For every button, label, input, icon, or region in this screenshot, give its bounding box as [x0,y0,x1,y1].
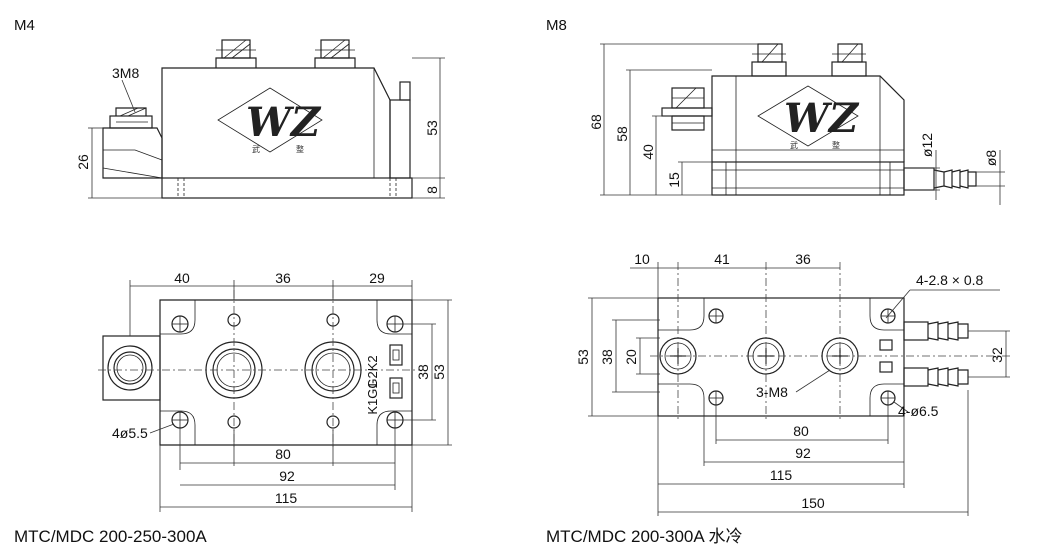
left-base-plate [161,177,413,199]
right-dim-15: 15 [666,172,682,188]
left-pin-label-k1g1: K1G1 [365,381,380,414]
left-dim-40: 40 [174,270,190,286]
svg-text:武: 武 [790,140,798,150]
right-pipe-inner: ø8 [983,150,999,167]
left-gate-terminal [399,81,411,101]
left-screw-label: 3M8 [112,65,139,81]
left-dim-53: 53 [431,364,447,380]
left-top-view: G2K2 K1G1 40 36 29 38 53 4ø5.5 [14,270,452,546]
left-logo: WZ 武 整 [217,87,323,154]
right-logo-letters: WZ [784,95,860,142]
right-dim-10: 10 [634,251,650,267]
left-height-8: 8 [424,186,440,194]
left-dim-115: 115 [275,490,298,506]
right-left-nut [661,87,713,131]
right-top-nut-2 [831,43,867,77]
left-dim-92: 92 [279,468,295,484]
right-dim-40: 40 [640,144,656,160]
right-dim-68: 68 [588,114,604,130]
left-hole-label: 4ø5.5 [112,425,148,441]
left-height-26: 26 [75,154,91,170]
left-caption: MTC/MDC 200-250-300A [14,527,207,546]
right-hole-label: 4-ø6.5 [898,403,939,419]
left-pin-label-g2k2: G2K2 [365,355,380,388]
right-pipe-outer: ø12 [919,133,935,157]
left-nut [109,107,153,129]
svg-text:武: 武 [252,144,260,154]
right-caption: MTC/MDC 200-300A 水冷 [546,527,743,546]
right-dim-53: 53 [575,349,591,365]
right-dim-58: 58 [614,126,630,142]
left-terminal-block [102,127,163,179]
right-dim-150: 150 [801,495,825,511]
svg-text:整: 整 [832,140,840,150]
right-water-fitting-2 [903,367,969,387]
left-lug [102,335,161,401]
left-top-nut-2 [314,39,356,68]
left-module-label: M4 [14,17,35,34]
right-dim-80: 80 [793,423,809,439]
right-top-outline [657,297,905,417]
right-dim-92: 92 [795,445,811,461]
right-logo: WZ 武 整 [757,85,860,150]
right-dim-36: 36 [795,251,811,267]
left-top-nut-1 [215,39,257,68]
right-dim-115: 115 [770,467,793,483]
right-terminal-label: 4-2.8 × 0.8 [916,272,984,288]
right-dim-41: 41 [714,251,730,267]
left-side-view: M4 3M8 [14,17,445,199]
left-logo-letters: WZ [246,99,322,146]
right-module-label: M8 [546,17,567,34]
right-top-view: 10 41 36 4-2.8 × 0.8 53 38 20 32 3-M8 4-… [546,251,1010,546]
right-dim-32: 32 [989,347,1005,363]
left-dim-38: 38 [415,364,431,380]
right-base-plate [711,161,905,196]
left-dim-29: 29 [369,270,385,286]
right-dim-20: 20 [623,349,639,365]
right-screw-label: 3-M8 [756,384,788,400]
left-height-53: 53 [424,120,440,136]
right-top-nut-1 [751,43,787,77]
svg-text:整: 整 [296,144,304,154]
left-dim-80: 80 [275,446,291,462]
left-dim-36: 36 [275,270,291,286]
right-side-view: M8 WZ [546,17,1005,205]
right-water-fitting-1 [903,321,969,341]
right-water-pipe [903,167,977,191]
right-dim-38: 38 [599,349,615,365]
